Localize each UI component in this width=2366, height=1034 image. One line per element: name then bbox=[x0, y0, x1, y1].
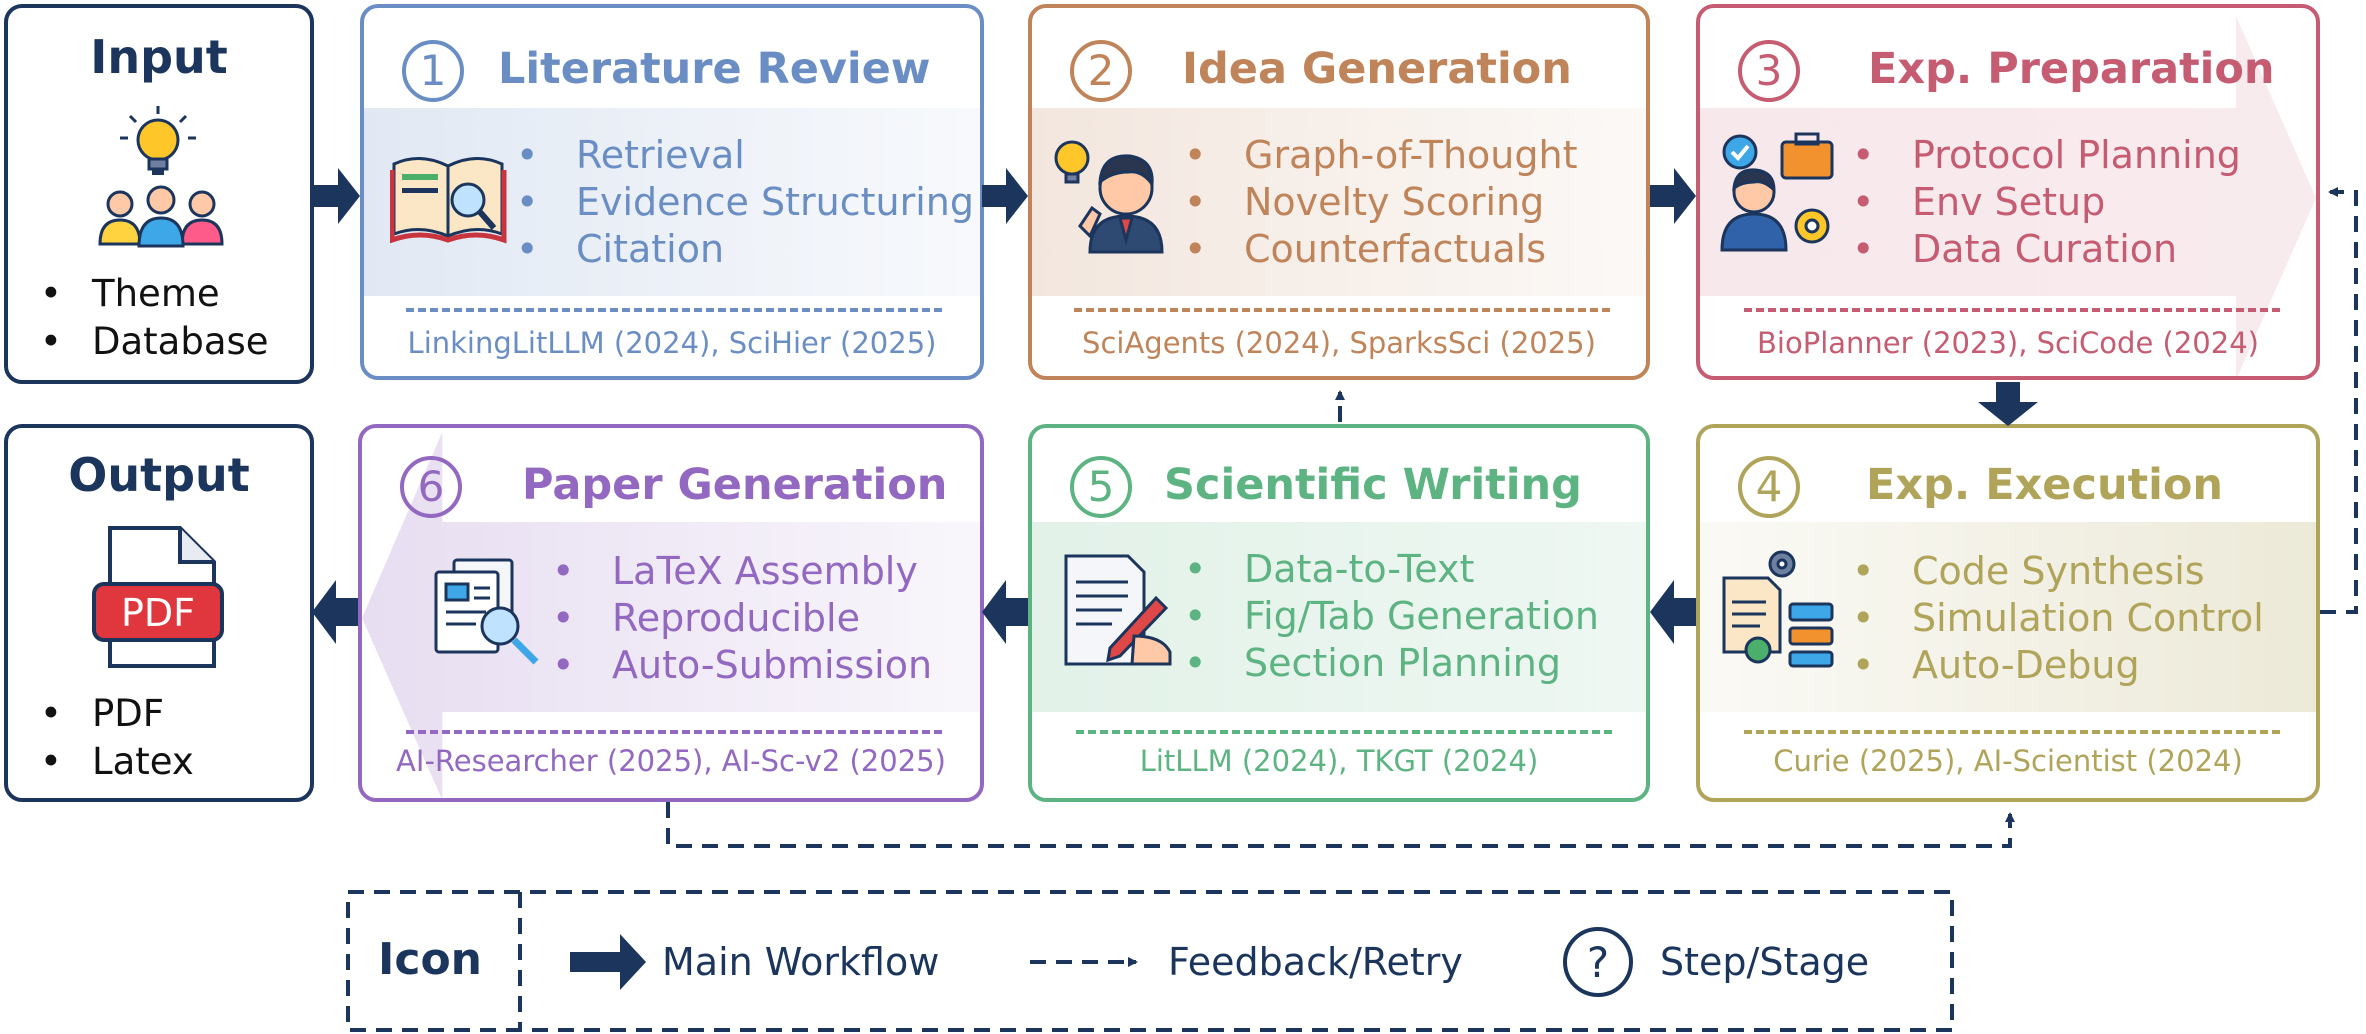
stage-item: Counterfactuals bbox=[1184, 226, 1577, 273]
stage-title: Scientific Writing bbox=[1164, 460, 1582, 510]
main-workflow-arrows bbox=[312, 168, 2038, 644]
stage-item: Reproducible bbox=[552, 595, 932, 642]
stage-divider bbox=[406, 308, 942, 312]
output-item: PDF bbox=[40, 690, 194, 738]
legend-box bbox=[346, 890, 1954, 1032]
step-number: 1 bbox=[402, 40, 464, 102]
stage-item: LaTeX Assembly bbox=[552, 548, 932, 595]
stage-idea-generation: 2 Idea Generation Graph-of-Thought Novel… bbox=[1028, 4, 1650, 380]
step-number: 6 bbox=[400, 456, 462, 518]
output-list: PDF Latex bbox=[40, 690, 194, 786]
legend-step-symbol: ? bbox=[1587, 938, 1609, 987]
thinker-icon bbox=[1054, 140, 1164, 254]
stage-references: BioPlanner (2023), SciCode (2024) bbox=[1757, 326, 2259, 360]
stage-item: Auto-Submission bbox=[552, 642, 932, 689]
stage-item: Data-to-Text bbox=[1184, 546, 1599, 593]
output-title: Output bbox=[68, 448, 250, 502]
stage-item: Env Setup bbox=[1852, 179, 2241, 226]
people-icon bbox=[98, 185, 224, 248]
stage-item: Data Curation bbox=[1852, 226, 2241, 273]
pdf-icon-label: PDF bbox=[121, 591, 195, 635]
step-number: 2 bbox=[1070, 40, 1132, 102]
input-title: Input bbox=[90, 30, 228, 84]
arrow-stage5-to-stage6 bbox=[982, 580, 1028, 644]
arrow-stage3-to-stage4 bbox=[1978, 382, 2038, 426]
input-item: Database bbox=[40, 318, 269, 366]
stage-item: Code Synthesis bbox=[1852, 548, 2264, 595]
stage-exp-execution: 4 Exp. Execution Code Synthesis Simulati… bbox=[1696, 424, 2320, 802]
stage-divider bbox=[1744, 308, 2280, 312]
stage-divider bbox=[1076, 730, 1612, 734]
stage-exp-preparation: 3 Exp. Preparation Protocol Planning Env… bbox=[1696, 4, 2320, 380]
stage-references: AI-Researcher (2025), AI-Sc-v2 (2025) bbox=[396, 744, 946, 778]
legend-step-label: Step/Stage bbox=[1660, 940, 1870, 984]
feedback-stage4-to-stage3 bbox=[2320, 187, 2358, 614]
document-search-icon bbox=[434, 558, 539, 665]
stage-item: Auto-Debug bbox=[1852, 642, 2264, 689]
output-box: Output PDF PDF Latex bbox=[4, 424, 314, 802]
stage-scientific-writing: 5 Scientific Writing Data-to-Text Fig/Ta… bbox=[1028, 424, 1650, 802]
input-box: Input Theme Database bbox=[4, 4, 314, 384]
writing-icon bbox=[1064, 554, 1172, 666]
stage-references: Curie (2025), AI-Scientist (2024) bbox=[1773, 744, 2243, 778]
stage-item: Simulation Control bbox=[1852, 595, 2264, 642]
stage-item-list: LaTeX Assembly Reproducible Auto-Submiss… bbox=[552, 548, 932, 689]
legend-main-arrow-icon bbox=[570, 934, 646, 990]
stage-title: Paper Generation bbox=[522, 460, 948, 510]
open-book-icon bbox=[390, 157, 507, 244]
arrow-stage6-to-output bbox=[312, 580, 358, 644]
planner-icon bbox=[1720, 132, 1834, 252]
stage-item-list: Protocol Planning Env Setup Data Curatio… bbox=[1852, 132, 2241, 273]
stage-references: SciAgents (2024), SparksSci (2025) bbox=[1082, 326, 1596, 360]
feedback-arrows bbox=[666, 187, 2358, 848]
stage-item-list: Graph-of-Thought Novelty Scoring Counter… bbox=[1184, 132, 1577, 273]
stage-item: Section Planning bbox=[1184, 640, 1599, 687]
arrow-input-to-stage1 bbox=[312, 168, 360, 224]
lightbulb-icon bbox=[120, 106, 196, 175]
stage-title: Exp. Preparation bbox=[1868, 44, 2275, 94]
code-gear-icon bbox=[1722, 550, 1834, 668]
step-number: 3 bbox=[1738, 40, 1800, 102]
arrow-stage1-to-stage2 bbox=[982, 168, 1028, 224]
legend-main-workflow-label: Main Workflow bbox=[662, 940, 940, 984]
legend-feedback-label: Feedback/Retry bbox=[1168, 940, 1463, 984]
stage-title: Literature Review bbox=[498, 44, 931, 94]
stage-item: Evidence Structuring bbox=[516, 179, 974, 226]
stage-item: Novelty Scoring bbox=[1184, 179, 1577, 226]
stage-item-list: Code Synthesis Simulation Control Auto-D… bbox=[1852, 548, 2264, 689]
input-list: Theme Database bbox=[40, 270, 269, 366]
stage-references: LinkingLitLLM (2024), SciHier (2025) bbox=[407, 326, 937, 360]
stage-item-list: Data-to-Text Fig/Tab Generation Section … bbox=[1184, 546, 1599, 687]
feedback-stage6-to-stage4 bbox=[666, 802, 2015, 848]
stage-title: Exp. Execution bbox=[1866, 460, 2224, 510]
stage-paper-generation: 6 Paper Generation LaTeX Assembly Reprod… bbox=[358, 424, 984, 802]
stage-item-list: Retrieval Evidence Structuring Citation bbox=[516, 132, 974, 273]
arrow-stage2-to-stage3 bbox=[1650, 168, 1696, 224]
stage-item: Retrieval bbox=[516, 132, 974, 179]
stage-references: LitLLM (2024), TKGT (2024) bbox=[1139, 744, 1539, 778]
step-number: 5 bbox=[1070, 456, 1132, 518]
pdf-file-icon: PDF bbox=[92, 526, 224, 668]
stage-item: Graph-of-Thought bbox=[1184, 132, 1577, 179]
stage-divider bbox=[1744, 730, 2280, 734]
stage-divider bbox=[1074, 308, 1610, 312]
legend-step-icon bbox=[1563, 927, 1633, 997]
stage-literature-review: 1 Literature Review Retrieval Evidence S… bbox=[360, 4, 984, 380]
arrow-stage4-to-stage5 bbox=[1650, 580, 1696, 644]
legend-title: Icon bbox=[378, 934, 483, 985]
stage-item: Citation bbox=[516, 226, 974, 273]
input-item: Theme bbox=[40, 270, 269, 318]
step-number: 4 bbox=[1738, 456, 1800, 518]
stage-title: Idea Generation bbox=[1182, 44, 1572, 94]
stage-item: Protocol Planning bbox=[1852, 132, 2241, 179]
stage-divider bbox=[406, 730, 942, 734]
stage-item: Fig/Tab Generation bbox=[1184, 593, 1599, 640]
output-item: Latex bbox=[40, 738, 194, 786]
